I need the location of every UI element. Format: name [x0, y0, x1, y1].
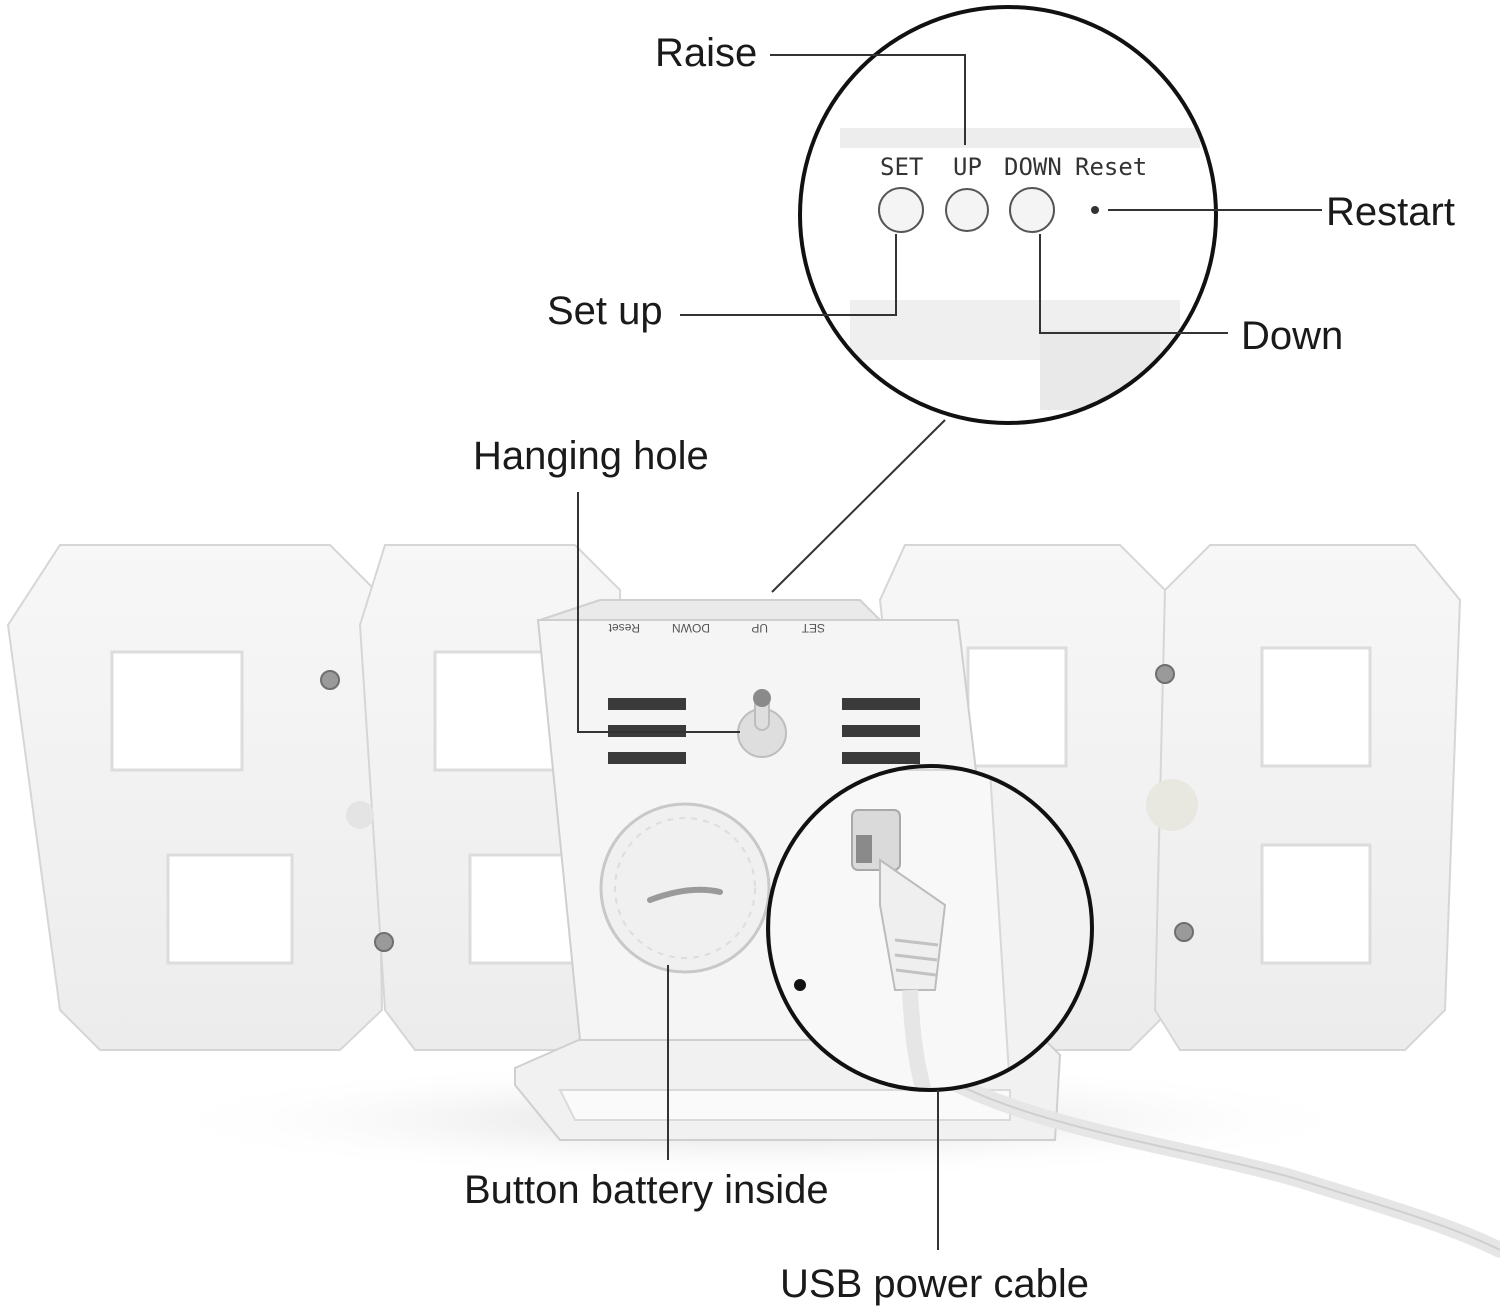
digit-left-1 — [8, 545, 382, 1050]
down-button-cap — [1010, 188, 1054, 232]
rubber-pad — [346, 801, 374, 829]
panel-label-set: SET — [880, 153, 923, 181]
panel-label-up: UP — [953, 153, 982, 181]
callout-raise: Raise — [655, 33, 757, 73]
callout-restart: Restart — [1326, 192, 1455, 232]
callout-battery: Button battery inside — [464, 1170, 829, 1210]
vent-slot — [842, 752, 920, 764]
digit-window — [112, 652, 242, 770]
digit-window — [1262, 845, 1370, 963]
up-button-cap — [946, 189, 988, 231]
mini-label: Reset — [608, 621, 640, 635]
digit-window — [1262, 648, 1370, 766]
buttons-magnifier: SET UP DOWN Reset — [790, 0, 1230, 440]
panel-label-down: DOWN — [1004, 153, 1062, 181]
battery-cover-icon — [601, 804, 769, 972]
mini-label: UP — [751, 621, 768, 635]
callout-down: Down — [1241, 316, 1343, 356]
callout-set-up: Set up — [547, 291, 663, 331]
callout-hanging-hole: Hanging hole — [473, 436, 709, 476]
vent-slot — [608, 698, 686, 710]
mini-label: DOWN — [672, 621, 710, 635]
digit-window — [968, 648, 1066, 766]
callout-usb-cable: USB power cable — [780, 1264, 1089, 1304]
set-button-cap — [879, 188, 923, 232]
vent-slot — [608, 752, 686, 764]
digit-right-2 — [1155, 545, 1460, 1050]
digit-window — [435, 652, 555, 770]
reset-pinhole — [1091, 206, 1099, 214]
rubber-pad — [1146, 779, 1198, 831]
vent-slot — [842, 725, 920, 737]
mini-label: SET — [801, 621, 825, 635]
vent-slot — [842, 698, 920, 710]
digit-window — [168, 855, 292, 963]
panel-label-reset: Reset — [1075, 153, 1147, 181]
